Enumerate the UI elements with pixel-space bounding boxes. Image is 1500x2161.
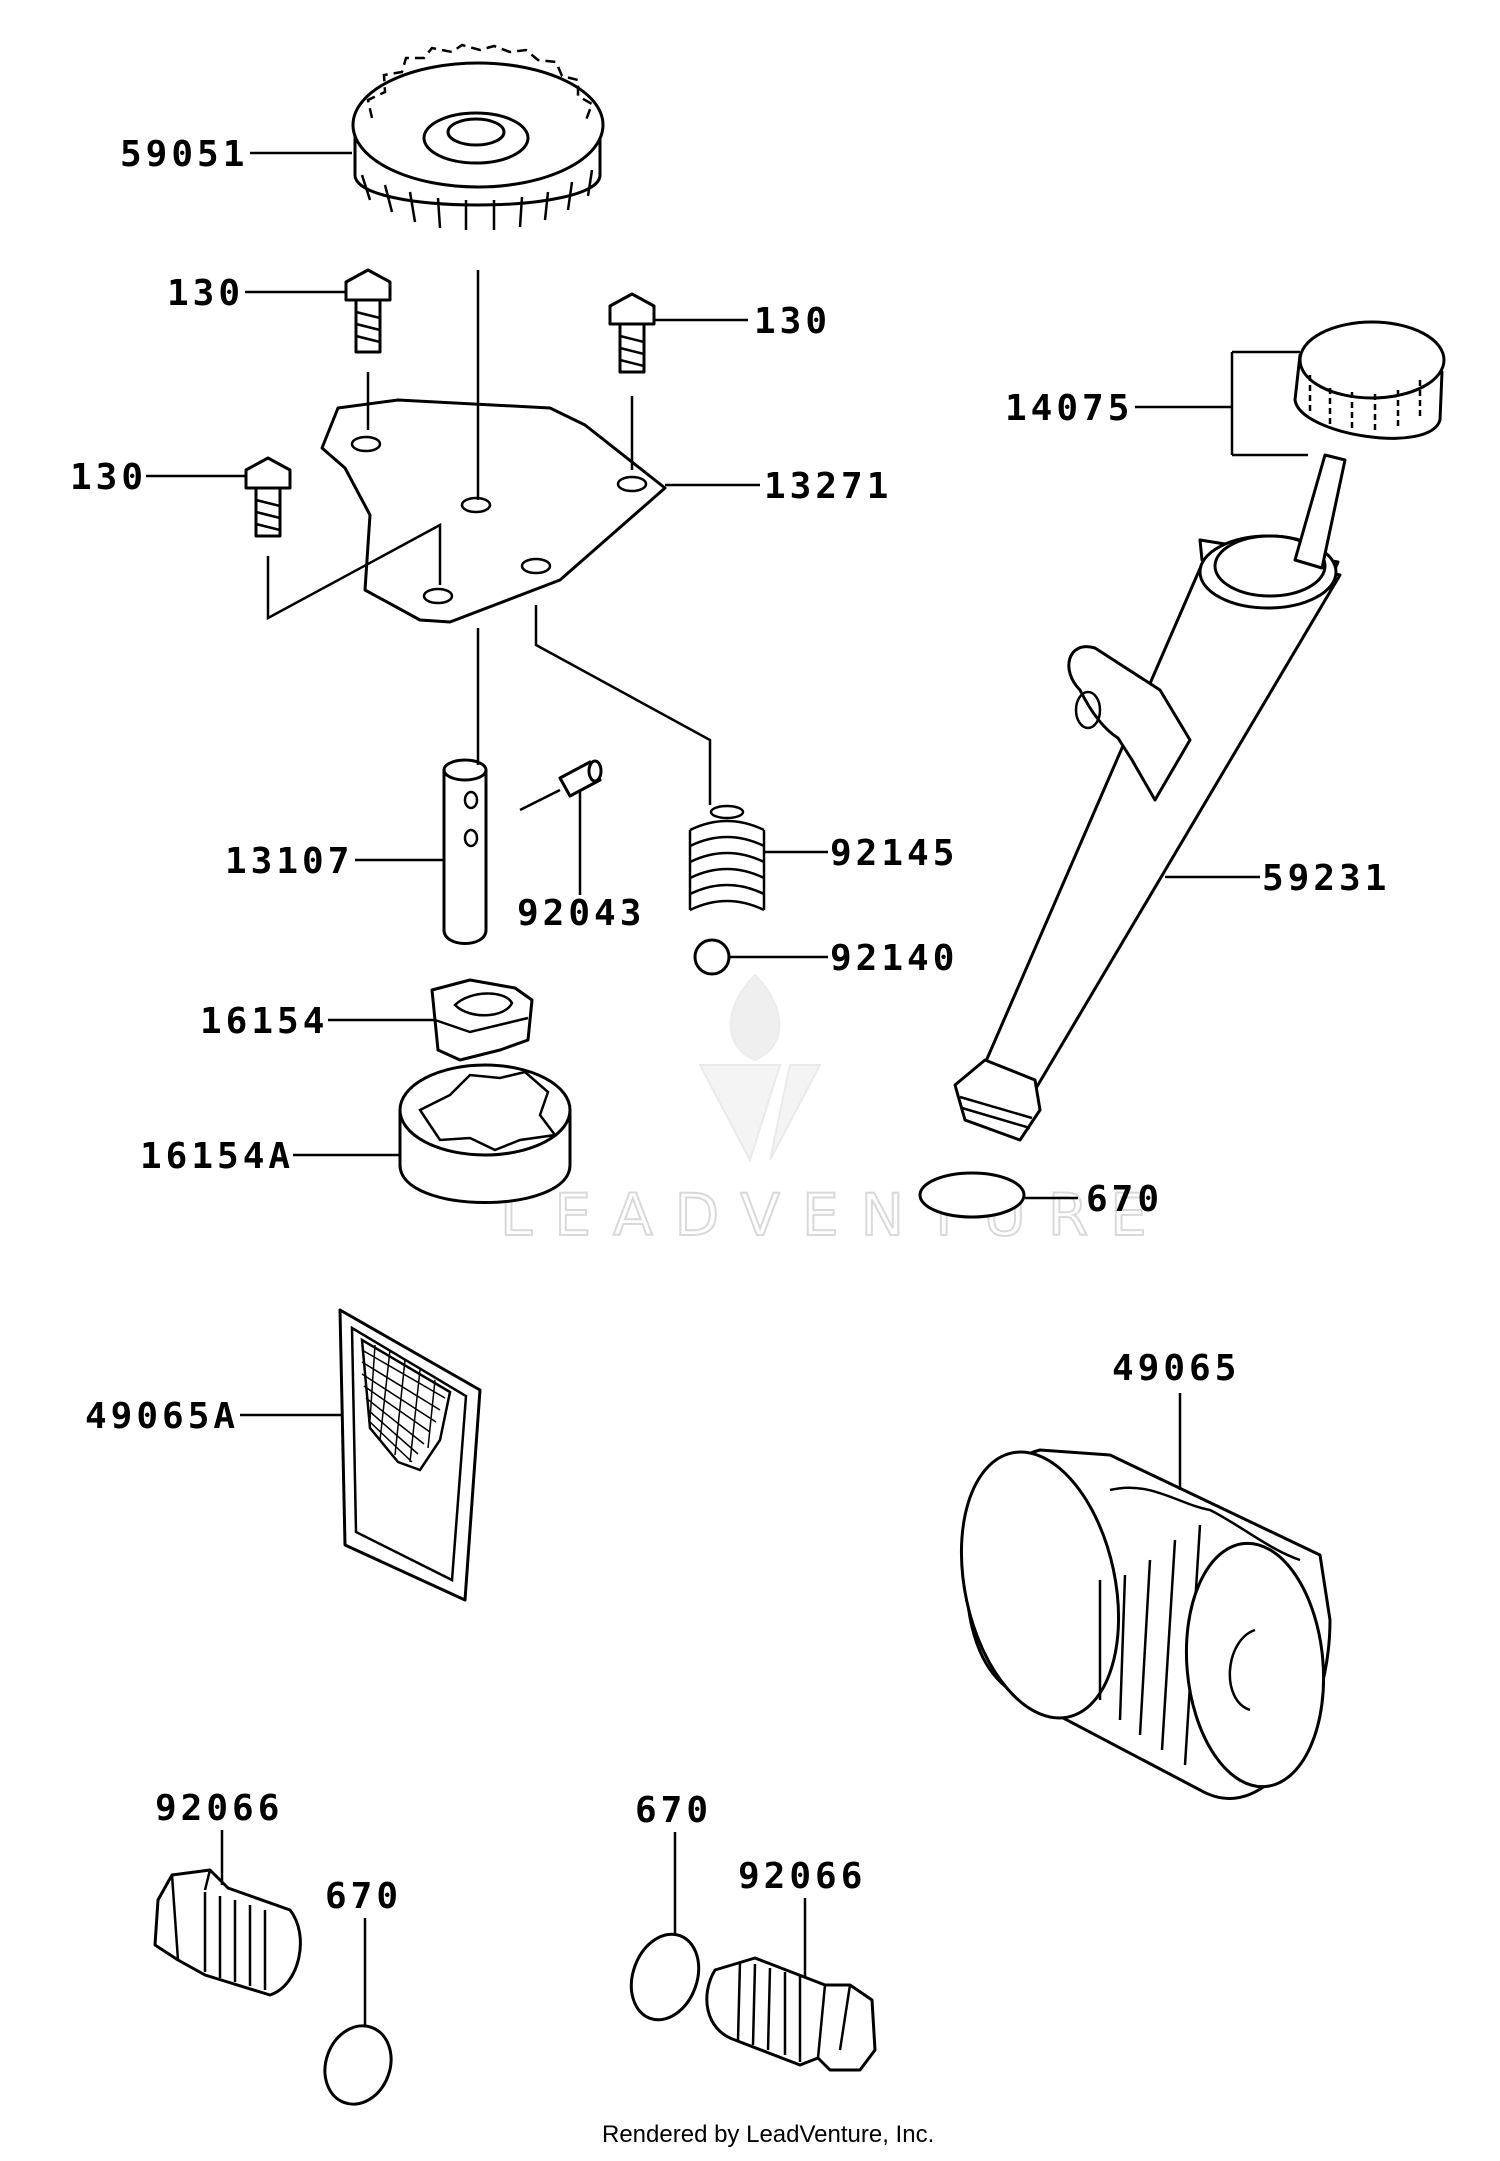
label-92066-left: 92066 xyxy=(155,1788,283,1829)
watermark-text: LEADVENTURE xyxy=(500,1181,1169,1249)
label-670-right: 670 xyxy=(635,1790,712,1831)
oil-filter-49065 xyxy=(959,1448,1332,1800)
label-92140: 92140 xyxy=(830,938,958,979)
leader-14075 xyxy=(1135,350,1308,457)
o-ring-670-dipstick xyxy=(918,1171,1026,1219)
label-130-a: 130 xyxy=(167,273,244,314)
label-130-c: 130 xyxy=(70,457,147,498)
spring-92145 xyxy=(688,804,766,912)
v-logo-icon xyxy=(698,1064,822,1163)
dipstick-cap-14075 xyxy=(1293,320,1446,570)
plate-13271 xyxy=(320,398,667,624)
bolt-130-b xyxy=(608,292,656,374)
label-92043: 92043 xyxy=(517,893,645,934)
ball-92140 xyxy=(693,938,731,976)
bolt-130-a xyxy=(344,268,392,354)
bolt-130-c xyxy=(244,456,292,538)
gear-59051 xyxy=(351,43,605,230)
label-16154: 16154 xyxy=(200,1001,328,1042)
label-14075: 14075 xyxy=(1005,388,1133,429)
flame-icon xyxy=(729,973,781,1062)
o-ring-670-right xyxy=(629,1932,701,2022)
o-ring-670-left xyxy=(323,2024,393,2106)
footer-credit: Rendered by LeadVenture, Inc. xyxy=(602,2121,934,2148)
outer-rotor-16154A xyxy=(398,1063,572,1204)
alignment-line-bolt-c xyxy=(266,522,442,621)
label-49065A: 49065A xyxy=(85,1396,239,1437)
label-13271: 13271 xyxy=(764,466,892,507)
label-16154A: 16154A xyxy=(140,1136,294,1177)
pin-92043 xyxy=(558,759,603,798)
label-670-dipstick: 670 xyxy=(1086,1179,1163,1220)
leader-lines xyxy=(146,151,1308,2025)
drain-plug-92066-right xyxy=(705,1956,877,2072)
inner-rotor-16154 xyxy=(430,978,534,1062)
strainer-49065A xyxy=(338,1308,482,1602)
label-49065: 49065 xyxy=(1112,1348,1240,1389)
label-670-left: 670 xyxy=(325,1876,402,1917)
leader-92043 xyxy=(519,788,582,895)
watermark-logo xyxy=(698,973,822,1163)
label-130-b: 130 xyxy=(754,301,831,342)
dipstick-tube-59231 xyxy=(953,534,1342,1142)
label-59231: 59231 xyxy=(1262,858,1390,899)
alignment-line-spring xyxy=(534,605,712,805)
label-59051: 59051 xyxy=(120,134,248,175)
drain-plug-92066-left xyxy=(153,1868,302,1997)
shaft-13107 xyxy=(442,758,488,945)
label-92066-right: 92066 xyxy=(738,1856,866,1897)
label-92145: 92145 xyxy=(830,833,958,874)
label-13107: 13107 xyxy=(225,841,353,882)
